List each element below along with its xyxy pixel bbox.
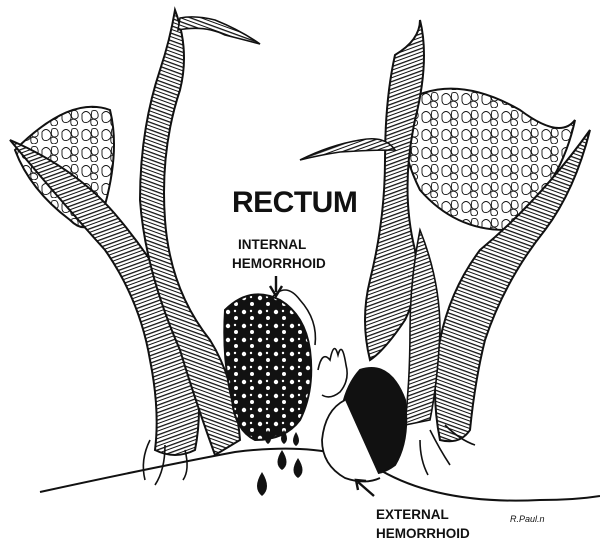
artist-signature: R.Paul.n — [510, 515, 545, 524]
external-hemorrhoid-arrow — [356, 480, 374, 496]
blood-drop — [257, 472, 267, 496]
blood-drop — [294, 458, 303, 478]
rectum-label: RECTUM — [232, 188, 357, 218]
internal-hemorrhoid-mass — [224, 294, 311, 440]
internal-hemorrhoid-label-line1: INTERNAL — [238, 238, 306, 252]
blood-drop — [278, 450, 287, 470]
internal-hemorrhoid-label-line2: HEMORRHOID — [232, 257, 326, 271]
left-upper-branch — [178, 17, 260, 44]
blood-drop — [293, 432, 299, 446]
right-upper-branch — [300, 139, 395, 160]
external-hemorrhoid-label-line2: HEMORRHOID — [376, 527, 470, 541]
center-vessels — [318, 349, 347, 397]
external-hemorrhoid-label-line1: EXTERNAL — [376, 508, 449, 522]
skin-line — [40, 449, 600, 501]
